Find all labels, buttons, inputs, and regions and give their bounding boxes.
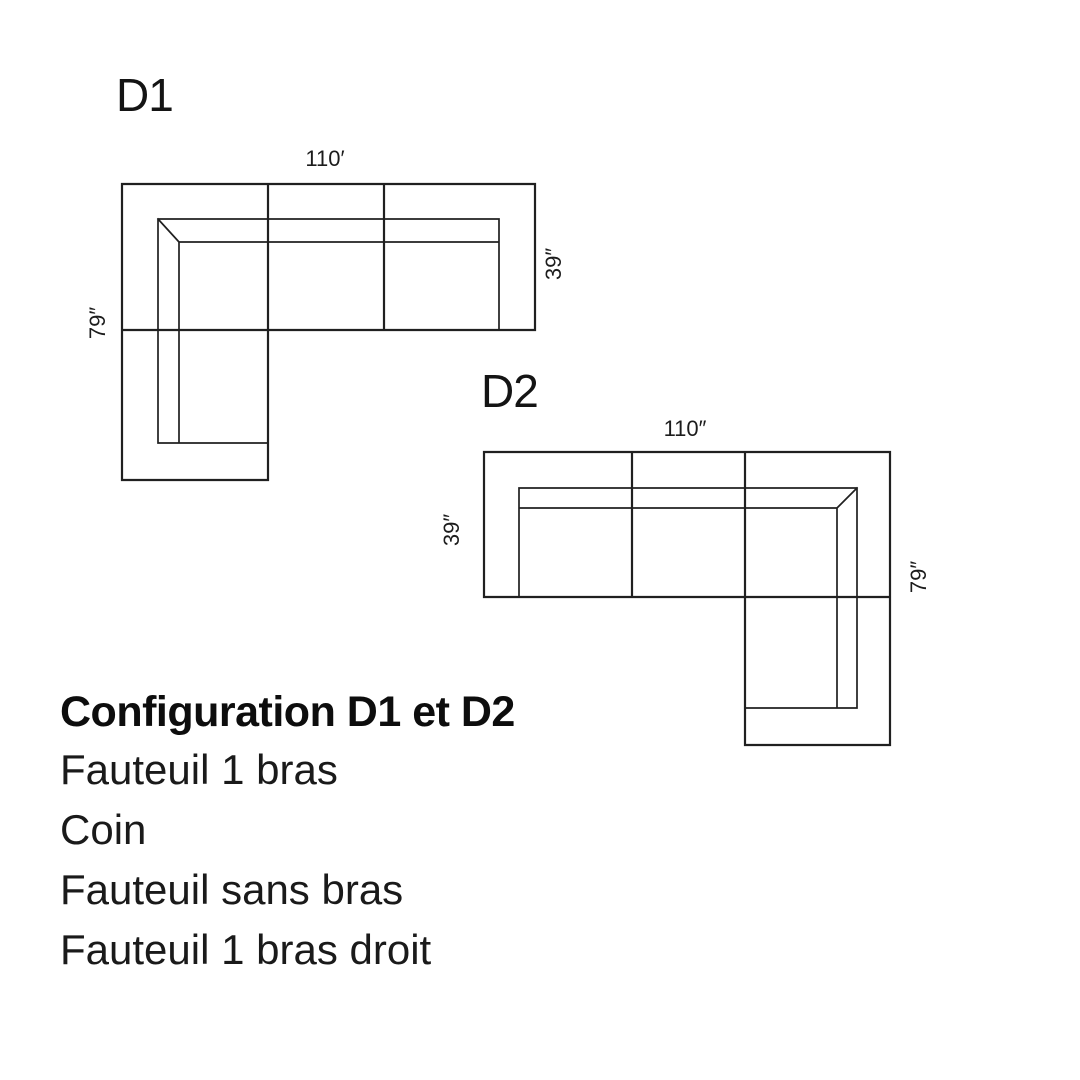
configuration-item: Coin — [60, 806, 147, 853]
d2-outer-boundary — [482, 450, 892, 747]
configuration-item: Fauteuil 1 bras — [60, 746, 338, 793]
d1-width-dimension: 110′ — [305, 146, 345, 171]
configuration-caption: Configuration D1 et D2 Fauteuil 1 bras C… — [60, 684, 515, 980]
d2-sectional-plan — [482, 450, 892, 747]
d2-inner-cushion-outline — [518, 486, 859, 709]
d1-sectional-plan — [120, 182, 537, 482]
d1-title: D1 — [116, 69, 174, 121]
d2-title: D2 — [481, 365, 539, 417]
configuration-title: Configuration D1 et D2 — [60, 688, 515, 736]
d1-depth-dimension: 39″ — [541, 247, 566, 281]
d2-depth-dimension: 39″ — [439, 513, 464, 547]
d1-outer-boundary — [120, 182, 537, 482]
d1-length-dimension: 79″ — [85, 306, 110, 340]
d2-width-dimension: 110″ — [663, 416, 707, 441]
d1-inner-cushion-outline — [156, 217, 500, 444]
configuration-item: Fauteuil 1 bras droit — [60, 926, 432, 973]
d2-length-dimension: 79″ — [906, 560, 931, 594]
configuration-item: Fauteuil sans bras — [60, 866, 404, 913]
